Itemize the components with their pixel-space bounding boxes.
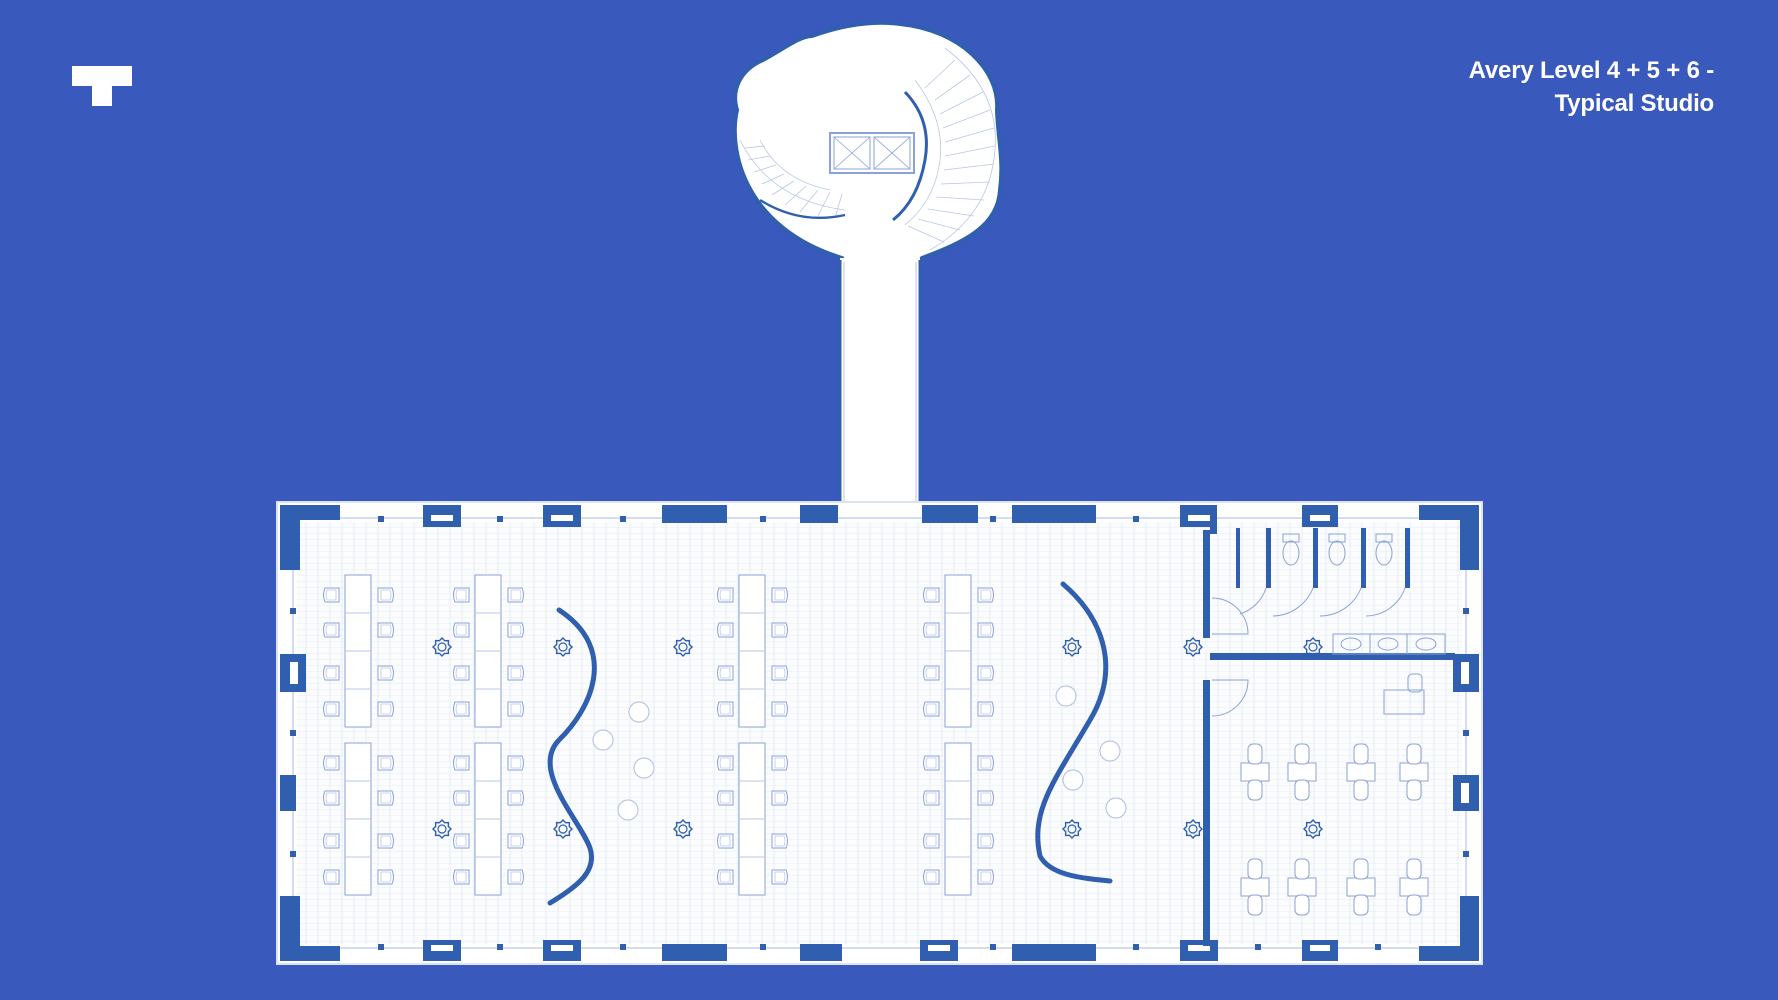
curved-partitions <box>547 581 1113 906</box>
chair <box>977 790 995 806</box>
chair <box>507 665 525 681</box>
chair <box>771 790 789 806</box>
chair <box>771 622 789 638</box>
chair <box>452 587 470 603</box>
chair <box>716 622 734 638</box>
chair <box>922 833 940 849</box>
chair <box>322 665 340 681</box>
chair <box>922 755 940 771</box>
chair <box>922 665 940 681</box>
title-line-2: Typical Studio <box>1554 90 1715 117</box>
desk-cluster <box>716 742 789 896</box>
desk-cluster <box>922 742 995 896</box>
studio-desks <box>322 574 995 896</box>
chair <box>377 622 395 638</box>
chair <box>922 701 940 717</box>
chair <box>771 869 789 885</box>
chair <box>507 755 525 771</box>
chair <box>922 587 940 603</box>
chair <box>977 665 995 681</box>
chair <box>771 665 789 681</box>
chair <box>771 833 789 849</box>
chair <box>922 790 940 806</box>
drawing-title: Avery Level 4 + 5 + 6 - Typical Studio <box>1468 54 1715 120</box>
chair <box>377 833 395 849</box>
chair <box>716 869 734 885</box>
chair <box>977 755 995 771</box>
chair <box>377 587 395 603</box>
chair <box>977 622 995 638</box>
chair <box>716 833 734 849</box>
chair <box>377 755 395 771</box>
chair <box>452 869 470 885</box>
chair <box>452 701 470 717</box>
chair <box>507 587 525 603</box>
chair <box>977 833 995 849</box>
chair <box>977 587 995 603</box>
desk-cluster <box>922 574 995 728</box>
chair <box>377 665 395 681</box>
chair <box>322 701 340 717</box>
chair <box>377 701 395 717</box>
chair <box>377 790 395 806</box>
restroom <box>1236 528 1446 715</box>
chair <box>716 701 734 717</box>
spiral-stair-icon <box>739 47 996 251</box>
chair <box>716 665 734 681</box>
chair <box>716 790 734 806</box>
chair <box>452 622 470 638</box>
chair <box>322 869 340 885</box>
chair <box>452 755 470 771</box>
desk-cluster <box>452 742 525 896</box>
chair <box>771 755 789 771</box>
chair <box>322 790 340 806</box>
chair <box>507 833 525 849</box>
chair <box>771 587 789 603</box>
desk-cluster <box>452 574 525 728</box>
elevator-icon <box>829 132 915 174</box>
chair <box>922 622 940 638</box>
chair <box>322 622 340 638</box>
chair <box>507 701 525 717</box>
desk-cluster <box>322 742 395 896</box>
stools <box>592 685 1127 821</box>
chair <box>922 869 940 885</box>
chair <box>716 755 734 771</box>
chair <box>322 833 340 849</box>
corridor <box>838 258 922 504</box>
chair <box>452 833 470 849</box>
chair <box>377 869 395 885</box>
lounge-seating <box>1240 743 1429 916</box>
chair <box>507 790 525 806</box>
stair-tower <box>732 20 1004 265</box>
chair <box>716 587 734 603</box>
chair <box>452 665 470 681</box>
checker-logo <box>72 66 134 108</box>
chair <box>507 869 525 885</box>
chair <box>452 790 470 806</box>
chair <box>322 587 340 603</box>
desk-cluster <box>716 574 789 728</box>
chair <box>977 869 995 885</box>
chair <box>507 622 525 638</box>
chair <box>322 755 340 771</box>
chair <box>771 701 789 717</box>
title-line-1: Avery Level 4 + 5 + 6 - <box>1468 57 1715 84</box>
chair <box>977 701 995 717</box>
desk-cluster <box>322 574 395 728</box>
